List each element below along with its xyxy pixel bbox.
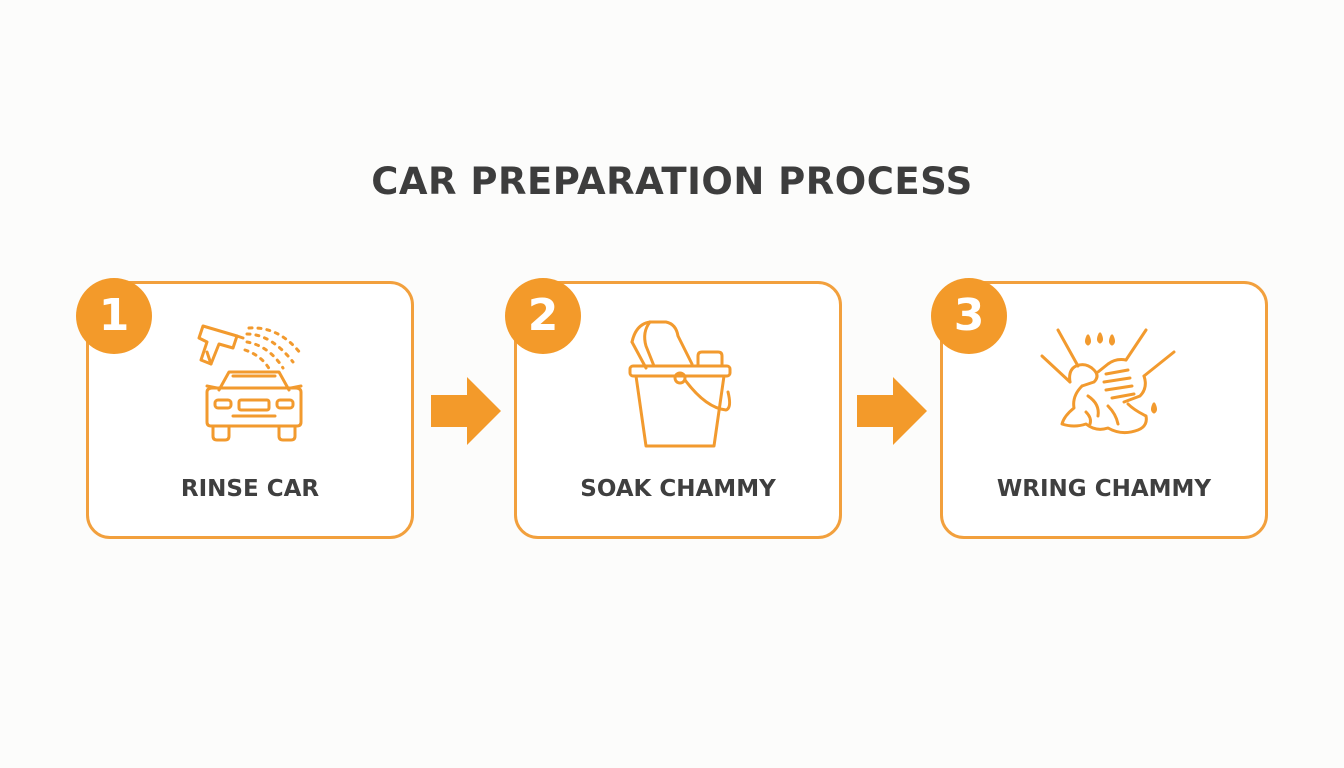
step-label-rinse-car: RINSE CAR: [180, 476, 320, 502]
step-number-badge: 3: [931, 278, 1007, 354]
wring-chammy-icon: [1040, 328, 1176, 435]
diagram-title: CAR PREPARATION PROCESS: [371, 160, 973, 203]
arrow-right-icon: [431, 377, 501, 445]
step-number-badge: 1: [76, 278, 152, 354]
car-rinse-icon: [197, 324, 303, 442]
step-card-soak-chammy: [514, 281, 842, 539]
bucket-chammy-icon: [628, 320, 732, 448]
step-label-soak-chammy: SOAK CHAMMY: [580, 476, 776, 502]
step-number-badge: 2: [505, 278, 581, 354]
arrow-right-icon: [857, 377, 927, 445]
step-label-wring-chammy: WRING CHAMMY: [996, 476, 1212, 502]
